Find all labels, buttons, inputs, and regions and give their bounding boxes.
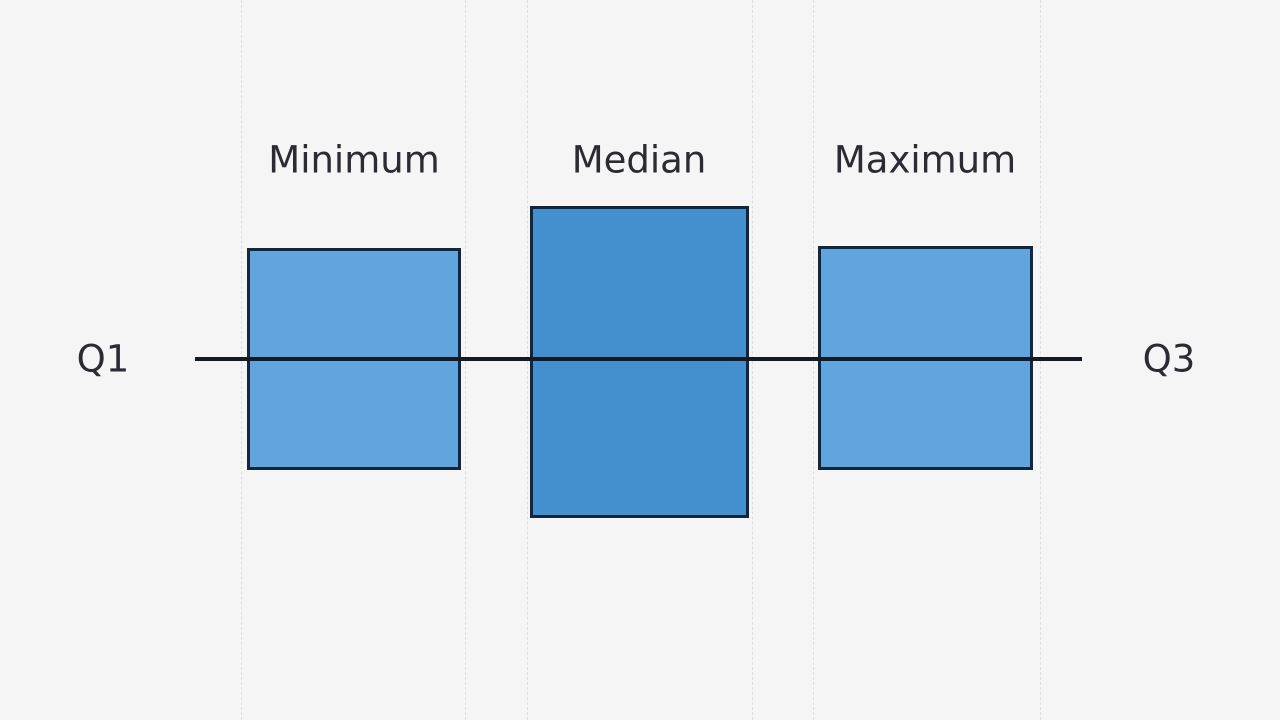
label-q3: Q3 [1142,337,1196,381]
box-median [530,206,749,518]
label-maximum: Maximum [833,138,1017,182]
label-q1: Q1 [76,337,130,381]
whisker-axis-line [195,357,1082,361]
label-median: Median [571,138,707,182]
label-minimum: Minimum [268,138,440,182]
